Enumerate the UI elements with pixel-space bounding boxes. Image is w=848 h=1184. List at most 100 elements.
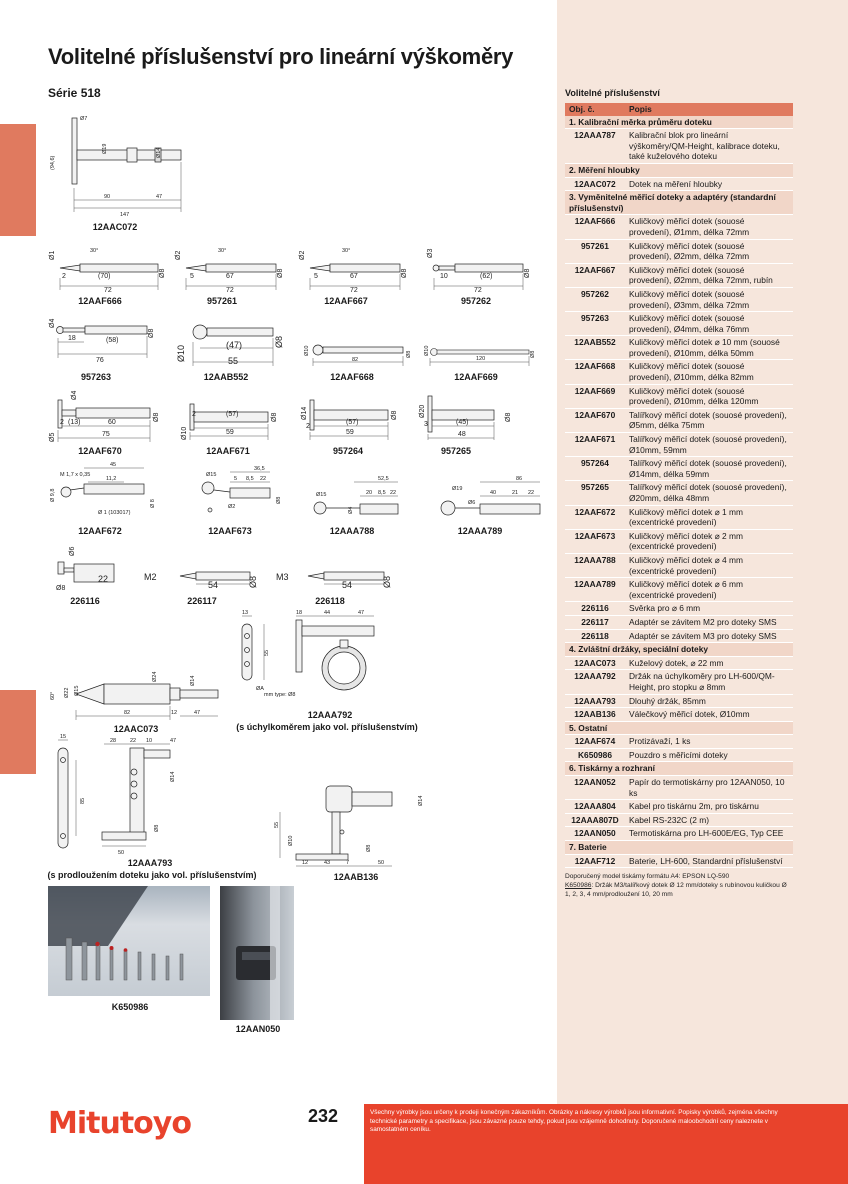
description: Kuličkový měřicí dotek (souosé provedení…	[625, 263, 793, 288]
dim-label: Ø10	[288, 836, 294, 846]
description: Kuličkový měřicí dotek ⌀ 6 mm (excentric…	[625, 577, 793, 603]
dim-label: Ø8	[382, 576, 392, 588]
dim-label: Ø19	[102, 144, 108, 154]
dim-label: 2	[62, 273, 66, 280]
drawing-957264: Ø14 2 (57) 59 Ø8	[294, 394, 402, 444]
dim-label: ØA	[256, 686, 264, 692]
dim-label: 47	[170, 738, 176, 744]
caption-12AAB136: 12AAB136	[333, 872, 379, 882]
dim-label: 18	[296, 610, 302, 616]
dim-label: Ø24	[152, 672, 158, 682]
order-number: 12AAB136	[565, 707, 625, 722]
dim-label: 22	[98, 574, 108, 584]
order-number: 957264	[565, 456, 625, 482]
order-number: 12AAC072	[565, 177, 625, 192]
footer-disclaimer-box	[364, 1104, 848, 1184]
caption-12AAA789: 12AAA789	[457, 526, 503, 536]
order-number: 957262	[565, 287, 625, 313]
description: Kuličkový měřicí dotek (souosé provedení…	[625, 359, 793, 385]
dim-label: Ø3	[427, 249, 434, 258]
caption-12AAA792: 12AAA792	[307, 710, 353, 720]
caption-12AAF669: 12AAF669	[454, 372, 498, 382]
dim-label: 55	[228, 356, 238, 366]
description: Svěrka pro ⌀ 6 mm	[625, 601, 793, 616]
caption-226117: 226117	[187, 596, 217, 606]
order-number: 12AAF669	[565, 384, 625, 409]
order-number: 12AAF667	[565, 263, 625, 288]
dim-label: 22	[130, 738, 136, 744]
dim-label: Ø 9,8	[50, 489, 56, 502]
dim-label: 47	[358, 610, 364, 616]
drawing-12AAA793: 15 28 22 10 47 85 50 Ø14 Ø8	[46, 732, 186, 858]
dim-label: 11,2	[106, 476, 116, 482]
dim-label: M3	[276, 572, 289, 582]
dim-label: 10	[146, 738, 152, 744]
caption-12AAA788: 12AAA788	[329, 526, 375, 536]
dim-label: Ø 1 (103017)	[98, 510, 131, 516]
description: Talířkový měřicí dotek (souosé provedení…	[625, 432, 793, 458]
dim-label: 28	[110, 738, 116, 744]
order-number: 12AAN052	[565, 775, 625, 801]
dim-label: 13	[242, 610, 248, 616]
dim-label: Ø8	[153, 413, 160, 422]
dim-label: Ø2	[175, 251, 182, 260]
drawing-12AAF671: Ø10 2 (57) 59 Ø8	[174, 396, 282, 444]
dim-label: Ø8	[406, 351, 412, 358]
description: Kuličkový měřicí dotek ⌀ 4 mm (excentric…	[625, 553, 793, 579]
order-number: 12AAA807D	[565, 813, 625, 828]
order-number: 12AAF673	[565, 529, 625, 554]
description: Kuličkový měřicí dotek (souosé provedení…	[625, 311, 793, 337]
dim-label: Ø8	[505, 413, 512, 422]
dim-label: Ø10	[176, 345, 186, 362]
dim-label: 75	[102, 431, 110, 438]
note-code: K650986	[565, 882, 592, 889]
description: Papír do termotiskárny pro 12AAN050, 10 …	[625, 775, 793, 801]
description: Protizávaží, 1 ks	[625, 734, 793, 749]
dim-label: (62)	[480, 273, 492, 280]
dim-label: Ø8	[248, 576, 258, 588]
dim-label: 30°	[218, 248, 226, 254]
dim-label: 44	[324, 610, 330, 616]
drawing-957263: Ø4 18 (58) 76 Ø8	[46, 312, 156, 368]
dim-label: Ø4	[71, 391, 78, 400]
section-tab-marker	[0, 124, 36, 236]
caption-12AAF666: 12AAF666	[78, 296, 122, 306]
description: Dotek na měření hloubky	[625, 177, 793, 192]
dim-label: 85	[80, 798, 86, 804]
dim-label: Ø8	[277, 269, 284, 278]
dim-label: 90	[104, 194, 110, 200]
dim-label: Ø14	[418, 796, 424, 806]
dim-label: 20	[366, 490, 372, 496]
caption-12AAA793: 12AAA793	[127, 858, 173, 868]
probe-set-note: K650986: Držák M3/talířkový dotek Ø 12 m…	[565, 881, 791, 899]
dim-label: 7	[346, 860, 349, 866]
dim-label: 55	[274, 822, 280, 828]
dim-label: 67	[350, 273, 358, 280]
table-section-row: 6. Tiskárny a rozhraní	[565, 761, 793, 777]
order-number: 12AAF668	[565, 359, 625, 385]
order-number: 12AAB552	[565, 335, 625, 361]
dim-label: Ø10	[424, 346, 430, 356]
dim-label: 147	[120, 212, 129, 218]
mitutoyo-logo: Mitutoyo	[48, 1106, 192, 1141]
caption-957264: 957264	[332, 446, 364, 456]
dim-label: Ø6	[69, 547, 76, 556]
dim-label: 10	[440, 273, 448, 280]
description: Válečkový měřicí dotek, Ø10mm	[625, 707, 793, 722]
description: Kuličkový měřicí dotek (souosé provedení…	[625, 287, 793, 313]
table-section-row: 7. Baterie	[565, 840, 793, 855]
caption-12AAB552: 12AAB552	[203, 372, 249, 382]
dim-label: 72	[350, 287, 358, 294]
description: Talířkový měřicí dotek (souosé provedení…	[625, 480, 793, 506]
order-number: 12AAF670	[565, 408, 625, 434]
